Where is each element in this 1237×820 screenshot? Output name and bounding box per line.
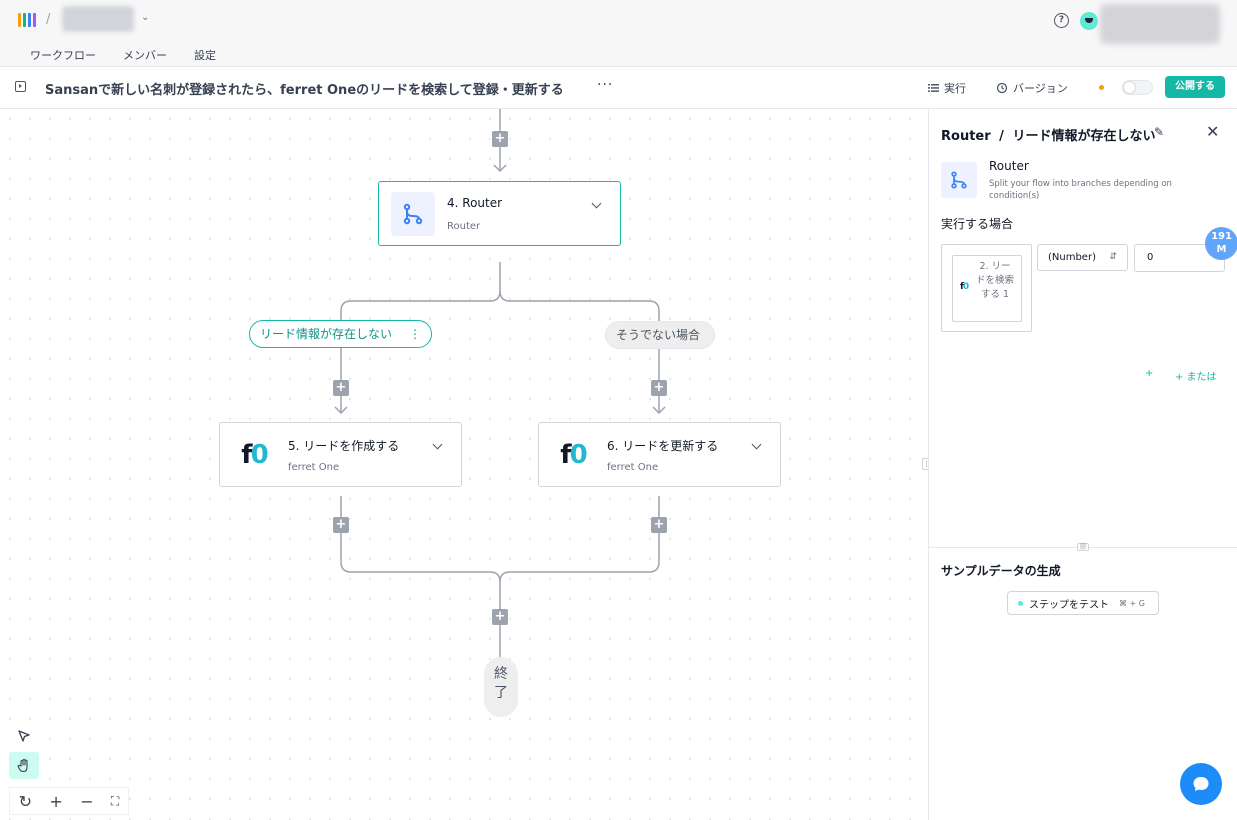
router-icon	[391, 192, 435, 236]
tab-members[interactable]: メンバー	[123, 49, 167, 62]
list-icon	[928, 84, 939, 92]
ferret-one-logo-icon: f0	[560, 440, 587, 470]
condition-label: 実行する場合	[941, 217, 1014, 231]
step-settings-panel: Router / リード情報が存在しない ✎ ✕ Router Split yo…	[928, 109, 1237, 820]
flow-title[interactable]: Sansanで新しい名刺が登録されたら、ferret Oneのリードを検索して登…	[45, 83, 564, 98]
branch-pill-lead-not-exists[interactable]: リード情報が存在しない ⋮	[249, 320, 432, 348]
add-step-button[interactable]: +	[651, 517, 667, 533]
run-history-button[interactable]: 実行	[928, 80, 966, 96]
add-step-button[interactable]: +	[492, 131, 508, 147]
branch-pill-otherwise[interactable]: そうでない場合	[605, 321, 715, 349]
add-step-button[interactable]: +	[333, 517, 349, 533]
project-name-blurred[interactable]	[62, 6, 134, 32]
node-subtitle: ferret One	[288, 462, 340, 473]
test-step-button[interactable]: ステップをテスト ⌘ + G	[1007, 591, 1159, 615]
select-tool-button[interactable]	[9, 722, 39, 749]
zoom-controls: ↻ + − ⛶	[9, 787, 129, 815]
avatar[interactable]	[1080, 12, 1098, 30]
reset-view-icon[interactable]: ↻	[18, 791, 33, 811]
keyboard-shortcut: ⌘ + G	[1119, 598, 1145, 608]
divider-resize-handle[interactable]: |||	[1077, 543, 1089, 551]
step-name: Router	[989, 159, 1029, 173]
publish-button[interactable]: 公開する	[1165, 76, 1225, 98]
nav-tabs: ワークフロー メンバー 設定	[30, 47, 216, 63]
flow-edges	[334, 109, 666, 657]
sidebar-toggle-icon[interactable]	[15, 81, 26, 92]
node-title: 4. Router	[447, 196, 503, 210]
chevron-down-icon[interactable]	[591, 198, 602, 209]
ferret-one-logo-icon: f0	[241, 440, 268, 470]
cursor-icon	[18, 729, 30, 742]
end-node: 終 了	[484, 657, 518, 717]
chat-bubble-icon	[1193, 777, 1209, 791]
sample-data-title: サンプルデータの生成	[941, 564, 1061, 578]
tab-settings[interactable]: 設定	[194, 49, 216, 62]
tab-workflow[interactable]: ワークフロー	[30, 49, 96, 62]
add-and-condition-button[interactable]: +	[1145, 368, 1154, 379]
chevron-down-icon[interactable]	[432, 439, 443, 450]
updown-icon: ⇵	[1109, 252, 1117, 262]
version-button[interactable]: バージョン	[996, 80, 1068, 96]
top-bar: / ⌄ ? ワークフロー メンバー 設定	[0, 0, 1237, 67]
more-options-icon[interactable]: ···	[597, 77, 614, 93]
condition-operand-field[interactable]: f0 2. リードを検索する 1	[941, 244, 1032, 332]
fit-view-icon[interactable]: ⛶	[110, 793, 120, 808]
canvas-tools	[9, 722, 39, 782]
node-title: 6. リードを更新する	[607, 439, 719, 453]
router-icon	[941, 162, 977, 198]
zoom-in-icon[interactable]: +	[49, 791, 63, 811]
panel-title: Router / リード情報が存在しない	[941, 129, 1156, 144]
breadcrumb-separator: /	[46, 12, 51, 27]
create-lead-node[interactable]: f0 5. リードを作成する ferret One	[219, 422, 462, 487]
chevron-down-icon[interactable]	[751, 439, 762, 450]
node-title: 5. リードを作成する	[288, 439, 400, 453]
branch-label: そうでない場合	[616, 328, 701, 342]
history-icon	[996, 82, 1008, 94]
step-description: Split your flow into branches depending …	[989, 179, 1172, 201]
close-icon[interactable]: ✕	[1206, 122, 1220, 141]
condition-type-select[interactable]: (Number) ⇵	[1037, 244, 1128, 271]
add-step-button[interactable]: +	[333, 380, 349, 396]
add-or-condition-button[interactable]: + または	[1175, 372, 1217, 383]
run-label: 実行	[944, 82, 966, 95]
chat-support-button[interactable]	[1180, 763, 1222, 805]
version-label: バージョン	[1013, 82, 1068, 95]
help-icon[interactable]: ?	[1054, 13, 1069, 28]
zoom-out-icon[interactable]: −	[80, 791, 94, 811]
user-name-blurred[interactable]	[1100, 4, 1220, 44]
router-node[interactable]: 4. Router Router	[378, 181, 621, 246]
add-step-button[interactable]: +	[492, 609, 508, 625]
branch-label: リード情報が存在しない	[260, 327, 393, 341]
update-lead-node[interactable]: f0 6. リードを更新する ferret One	[538, 422, 781, 487]
status-dot	[1099, 85, 1104, 90]
app-logo-icon[interactable]	[18, 13, 36, 27]
chevron-down-icon[interactable]: ⌄	[141, 12, 150, 23]
add-step-button[interactable]: +	[651, 380, 667, 396]
node-subtitle: ferret One	[607, 462, 659, 473]
node-subtitle: Router	[447, 221, 481, 232]
title-bar: Sansanで新しい名刺が登録されたら、ferret Oneのリードを検索して登…	[0, 67, 1237, 109]
notification-badge[interactable]: 191 M	[1205, 227, 1237, 260]
ferret-one-logo-icon: f0	[960, 282, 969, 292]
hand-icon	[17, 758, 28, 773]
operand-text: 2. リードを検索する 1	[975, 261, 1014, 300]
vertical-dots-icon[interactable]: ⋮	[409, 327, 421, 341]
enable-toggle[interactable]	[1122, 80, 1153, 95]
edit-pencil-icon[interactable]: ✎	[1154, 125, 1165, 139]
status-dot	[1018, 600, 1023, 606]
flow-canvas[interactable]: + 4. Router Router リード情報が存在しない ⋮ そうでない場合…	[0, 109, 928, 820]
operand-chip[interactable]: f0 2. リードを検索する 1	[952, 255, 1022, 322]
pan-tool-button[interactable]	[9, 752, 39, 779]
